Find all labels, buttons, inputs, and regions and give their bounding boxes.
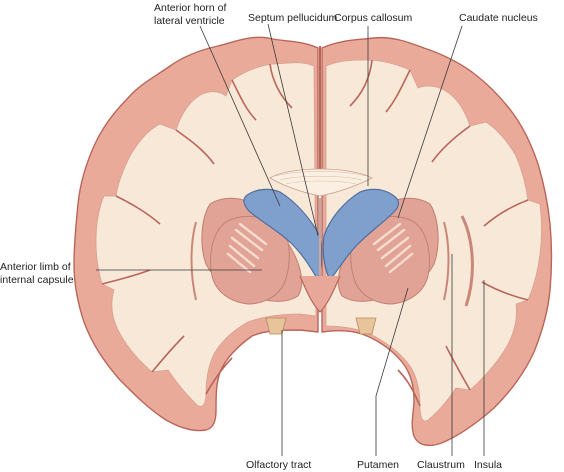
sulcus: [205, 357, 233, 395]
corpus-callosum: [269, 168, 373, 197]
label-corpus-callosum: Corpus callosum: [334, 12, 412, 24]
sulcus: [231, 79, 257, 121]
putamen: [350, 216, 430, 305]
sulci: [101, 59, 529, 407]
left-olfactory-tract: [265, 317, 287, 335]
internal-capsule-striations: [226, 222, 414, 274]
leader-lines: [96, 23, 485, 456]
label-anterior-limb-line2: internal capsule: [0, 274, 74, 286]
sulcus: [445, 345, 471, 391]
leader-putamen-2: [375, 287, 409, 397]
corpus-callosum-fibres: [275, 171, 367, 185]
basal-ganglia: [201, 197, 439, 305]
sulcus: [269, 63, 293, 109]
label-anterior-horn-line2: lateral ventricle: [154, 15, 225, 27]
label-septum-pellucidum: Septum pellucidum: [248, 12, 338, 24]
left-claustrum: [190, 221, 197, 301]
leader-caudate-nucleus: [397, 25, 463, 219]
claustrum: [443, 221, 450, 301]
label-putamen: Putamen: [357, 459, 399, 471]
label-anterior-limb-line1: Anterior limb of: [0, 261, 71, 273]
sulcus: [115, 195, 161, 225]
label-claustrum: Claustrum: [417, 459, 465, 471]
left-putamen: [210, 216, 290, 305]
leader-septum-pellucidum: [267, 23, 319, 237]
insula: [460, 215, 474, 307]
sulcus: [101, 269, 151, 285]
sulcus: [151, 335, 185, 373]
sulcus: [385, 69, 411, 113]
leader-anterior-horn: [199, 25, 281, 207]
label-olfactory-tract: Olfactory tract: [246, 459, 311, 471]
sulcus: [397, 369, 421, 407]
right-olfactory-tract: [355, 317, 377, 335]
sulcus: [431, 125, 471, 163]
lateral-ventricles: [243, 188, 400, 282]
sulcus: [481, 281, 529, 301]
labels: Anterior horn of lateral ventricle Septu…: [0, 2, 538, 471]
label-insula: Insula: [474, 459, 502, 471]
sulcus: [349, 59, 373, 107]
label-caudate-nucleus: Caudate nucleus: [459, 12, 538, 24]
midline-structures: [299, 275, 341, 313]
label-anterior-horn-line1: Anterior horn of: [154, 2, 226, 14]
sulcus: [175, 129, 215, 165]
sulcus: [483, 199, 529, 227]
